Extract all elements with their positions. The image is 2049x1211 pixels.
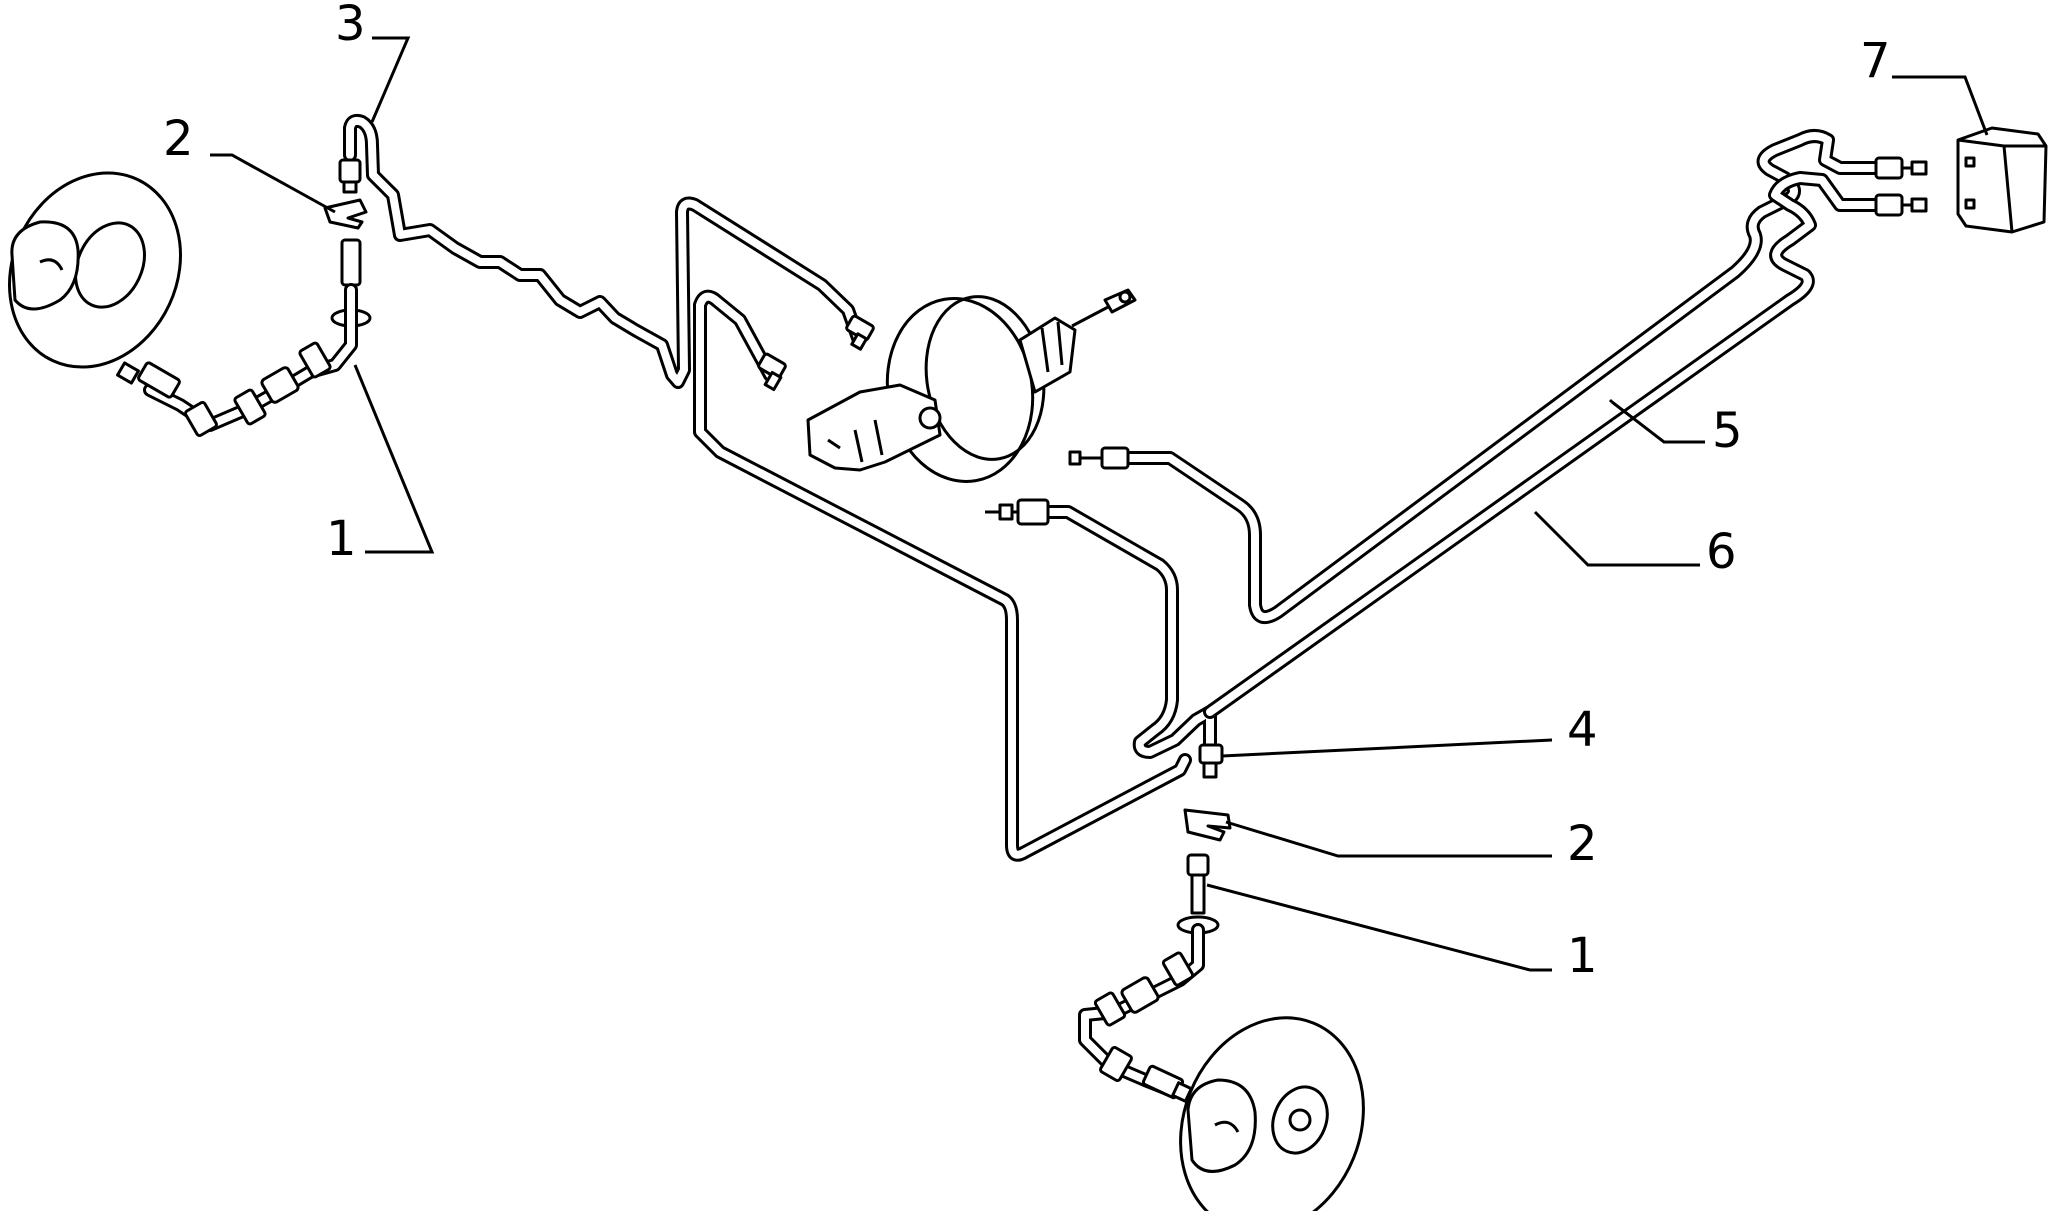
callout-4: 4 xyxy=(1567,702,1598,758)
callout-7: 7 xyxy=(1860,33,1891,89)
callout-labels: 3 2 1 7 5 6 4 2 1 xyxy=(163,0,1891,984)
brake-pipes xyxy=(343,113,1887,862)
pipe-fittings xyxy=(338,156,1928,779)
right-flexible-hose xyxy=(1078,853,1220,1103)
brake-pipe-short xyxy=(1023,505,1217,762)
right-brake-disc xyxy=(1179,1016,1365,1211)
callout-6: 6 xyxy=(1706,524,1737,580)
brake-servo-master-cylinder xyxy=(806,288,1137,483)
callout-1-left: 1 xyxy=(326,511,357,567)
callout-3: 3 xyxy=(335,0,366,52)
brake-modulator-box xyxy=(1956,126,2048,234)
left-brake-disc xyxy=(8,171,182,369)
callout-2-left: 2 xyxy=(163,111,194,167)
callout-5: 5 xyxy=(1712,403,1743,459)
leader-lines xyxy=(210,36,1989,972)
retaining-clips xyxy=(323,198,1232,842)
callout-1-right: 1 xyxy=(1567,928,1598,984)
left-flexible-hose xyxy=(116,238,372,438)
callout-2-right: 2 xyxy=(1567,816,1598,872)
brake-pipe-3 xyxy=(343,113,865,389)
